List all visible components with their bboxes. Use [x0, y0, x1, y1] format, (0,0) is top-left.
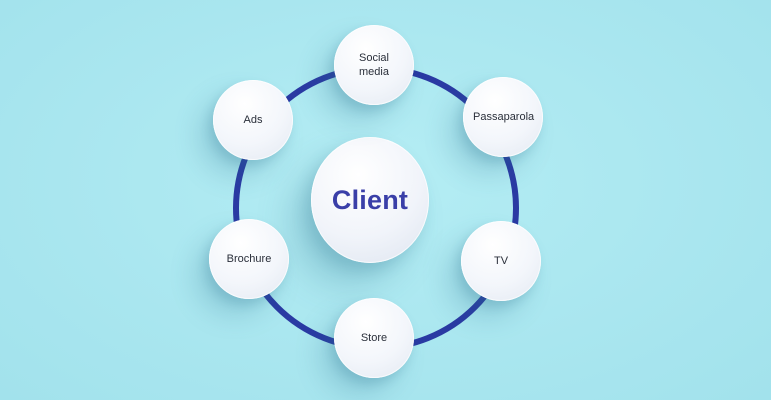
node-label: Brochure	[226, 253, 272, 265]
node-label: Ads	[243, 114, 263, 126]
node-passaparola: Passaparola	[463, 77, 543, 157]
center-node-client: Client	[311, 137, 429, 263]
node-social-media: Social media	[334, 25, 414, 105]
node-tv: TV	[461, 221, 541, 301]
node-store: Store	[334, 298, 414, 378]
node-label: TV	[493, 255, 509, 267]
node-ads: Ads	[213, 80, 293, 160]
node-label: Store	[360, 332, 388, 344]
center-label: Client	[331, 184, 409, 215]
node-label: Passaparola	[473, 111, 535, 123]
node-label: Social media	[359, 52, 389, 78]
node-brochure: Brochure	[209, 219, 289, 299]
